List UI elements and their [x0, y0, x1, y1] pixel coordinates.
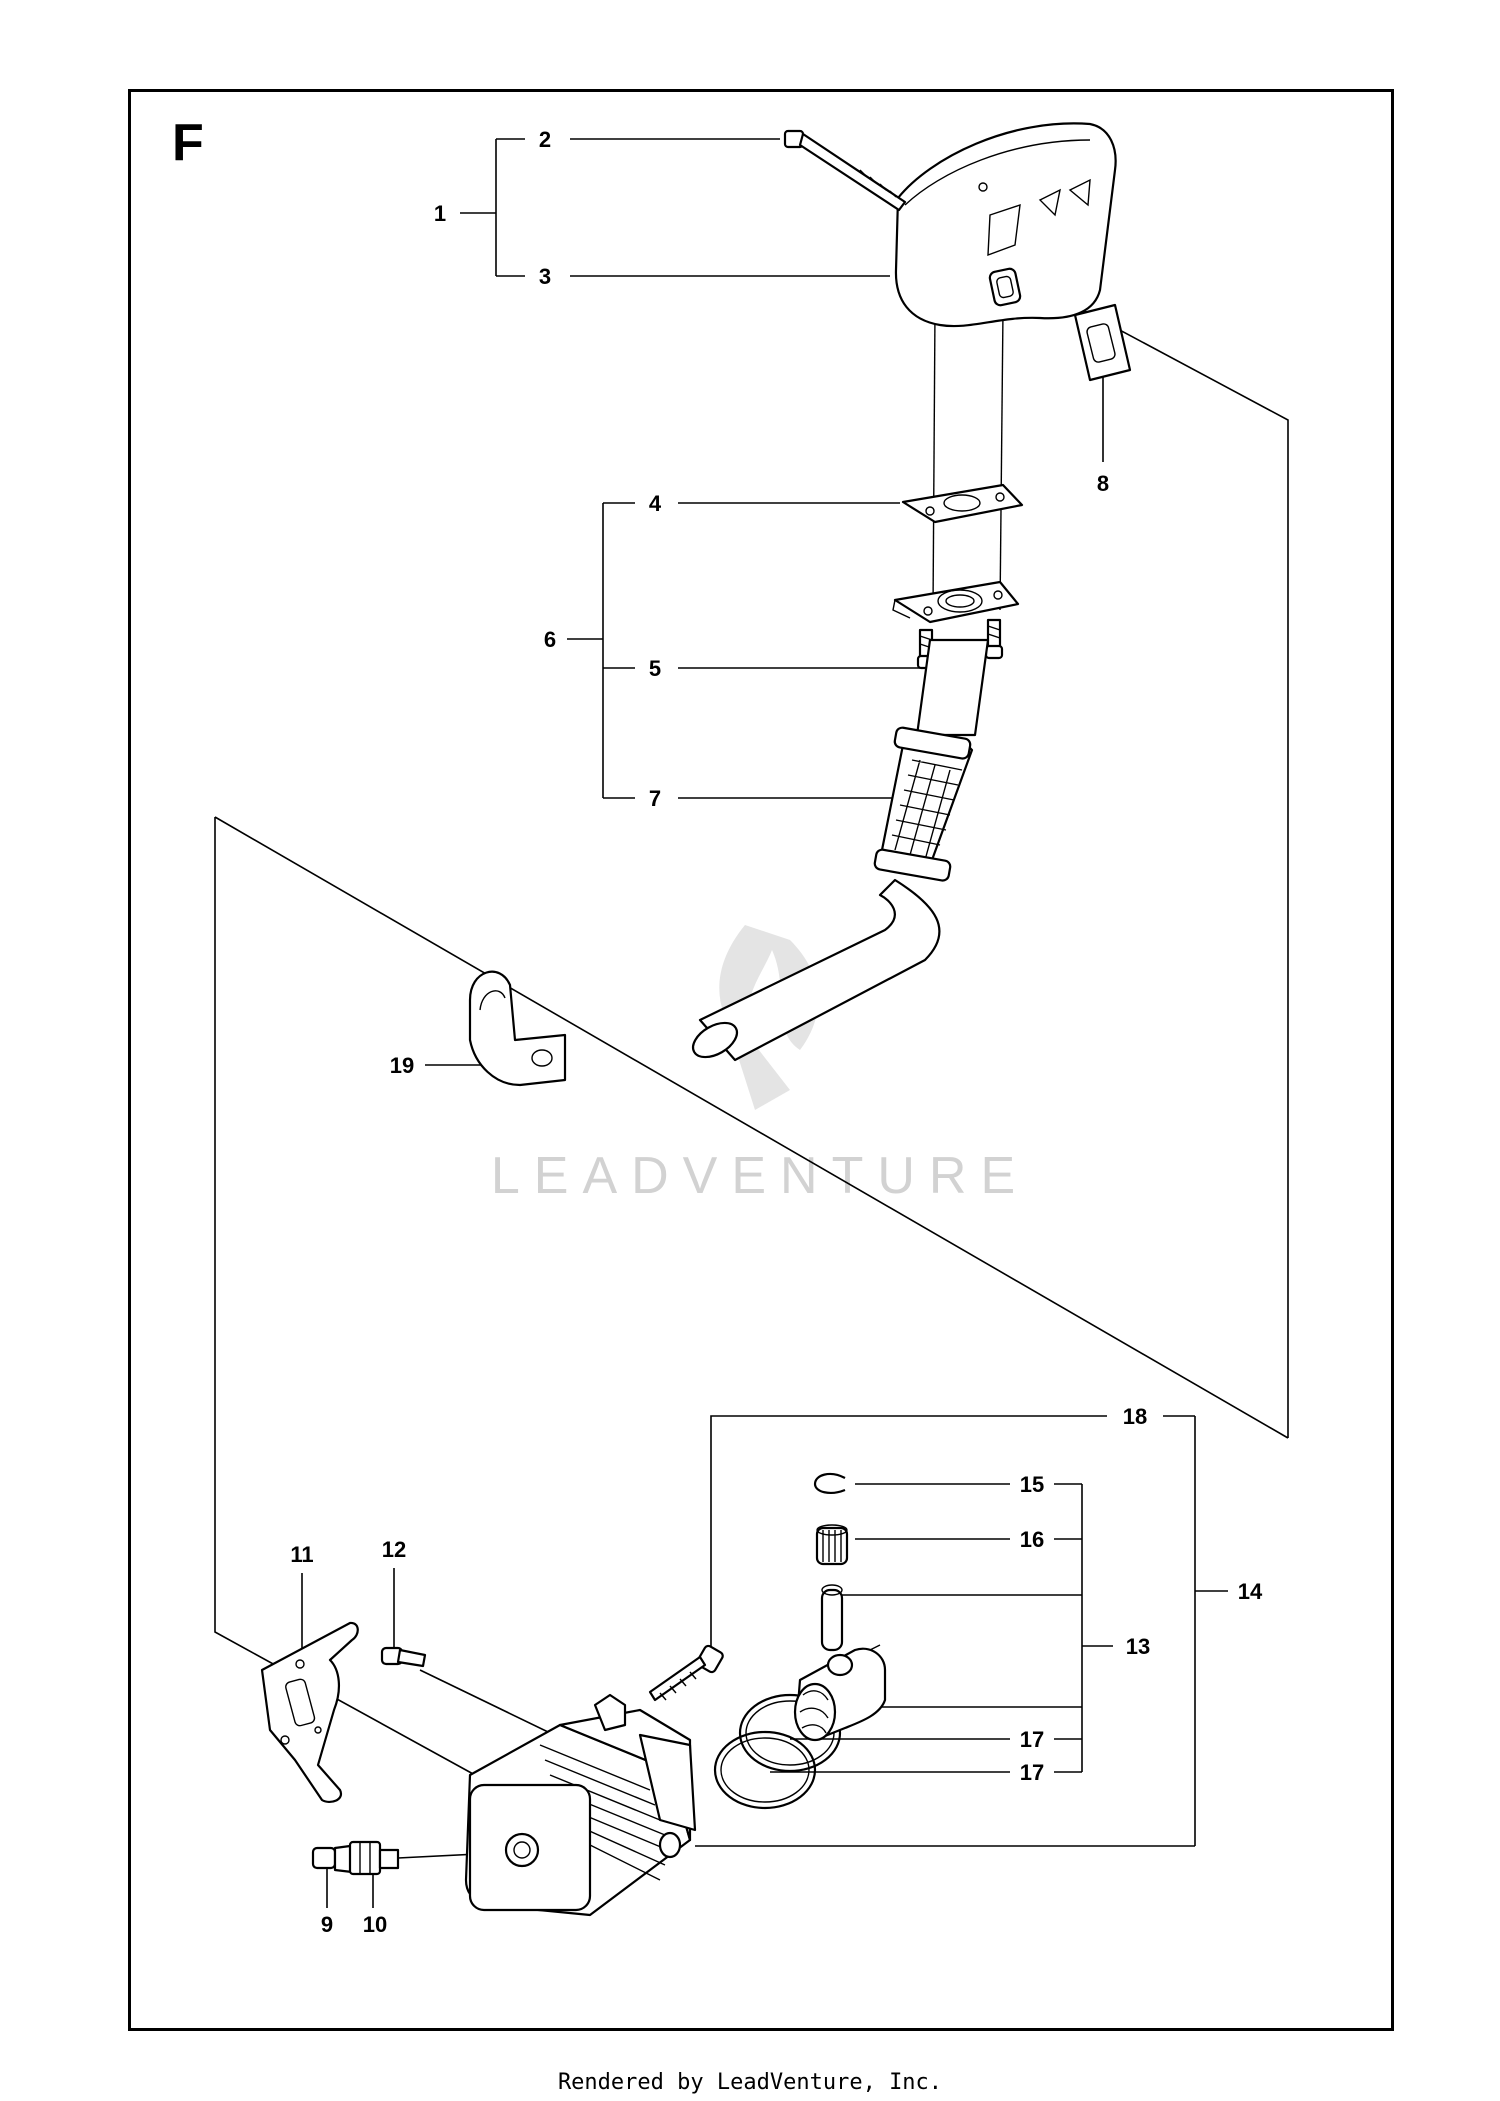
leader-lines [214, 138, 1289, 1908]
callout-17a: 17 [1020, 1727, 1044, 1752]
callout-7: 7 [649, 786, 661, 811]
spark-plug-icon [311, 1840, 400, 1876]
callout-10: 10 [363, 1912, 387, 1937]
callout-8: 8 [1097, 471, 1109, 496]
plate-icon [901, 483, 1024, 524]
callout-6: 6 [544, 627, 556, 652]
callout-16: 16 [1020, 1527, 1044, 1552]
bolt-icon [783, 129, 907, 212]
watermark-text: LEADVENTURE [491, 1147, 1029, 1205]
callout-3: 3 [539, 264, 551, 289]
muffler-icon [894, 122, 1117, 328]
clamp-icon [468, 970, 567, 1087]
callout-19: 19 [390, 1053, 414, 1078]
callout-2: 2 [539, 127, 551, 152]
heat-shield-icon [260, 1621, 359, 1804]
callout-12: 12 [382, 1537, 406, 1562]
callout-11: 11 [290, 1542, 313, 1567]
exhaust-pipe-icon [691, 638, 990, 1062]
circlip-icon [813, 1472, 846, 1494]
cylinder-icon [464, 1693, 697, 1917]
callout-17b: 17 [1020, 1760, 1044, 1785]
callout-9: 9 [321, 1912, 333, 1937]
callout-1: 1 [434, 201, 446, 226]
bearing-icon [815, 1524, 849, 1566]
callout-18: 18 [1123, 1404, 1147, 1429]
diagram-frame [128, 89, 1394, 2031]
callout-4: 4 [649, 491, 662, 516]
callout-13: 13 [1126, 1634, 1150, 1659]
section-letter: F [172, 114, 204, 172]
callout-14: 14 [1238, 1579, 1263, 1604]
piston-ring-icon [713, 1693, 842, 1810]
callout-labels: 2 1 3 8 4 6 5 7 19 18 15 16 14 13 17 17 … [290, 127, 1263, 1937]
pin-icon [820, 1584, 844, 1652]
footer-credit: Rendered by LeadVenture, Inc. [557, 2070, 943, 2095]
callout-15: 15 [1020, 1472, 1044, 1497]
bolt-icon [648, 1644, 724, 1702]
screw-icon [380, 1646, 427, 1668]
watermark: LEADVENTURE [491, 925, 1029, 1205]
piston-icon [793, 1644, 887, 1742]
callout-5: 5 [649, 656, 661, 681]
plate-icon [892, 580, 1020, 624]
gasket-icon [1073, 303, 1132, 382]
